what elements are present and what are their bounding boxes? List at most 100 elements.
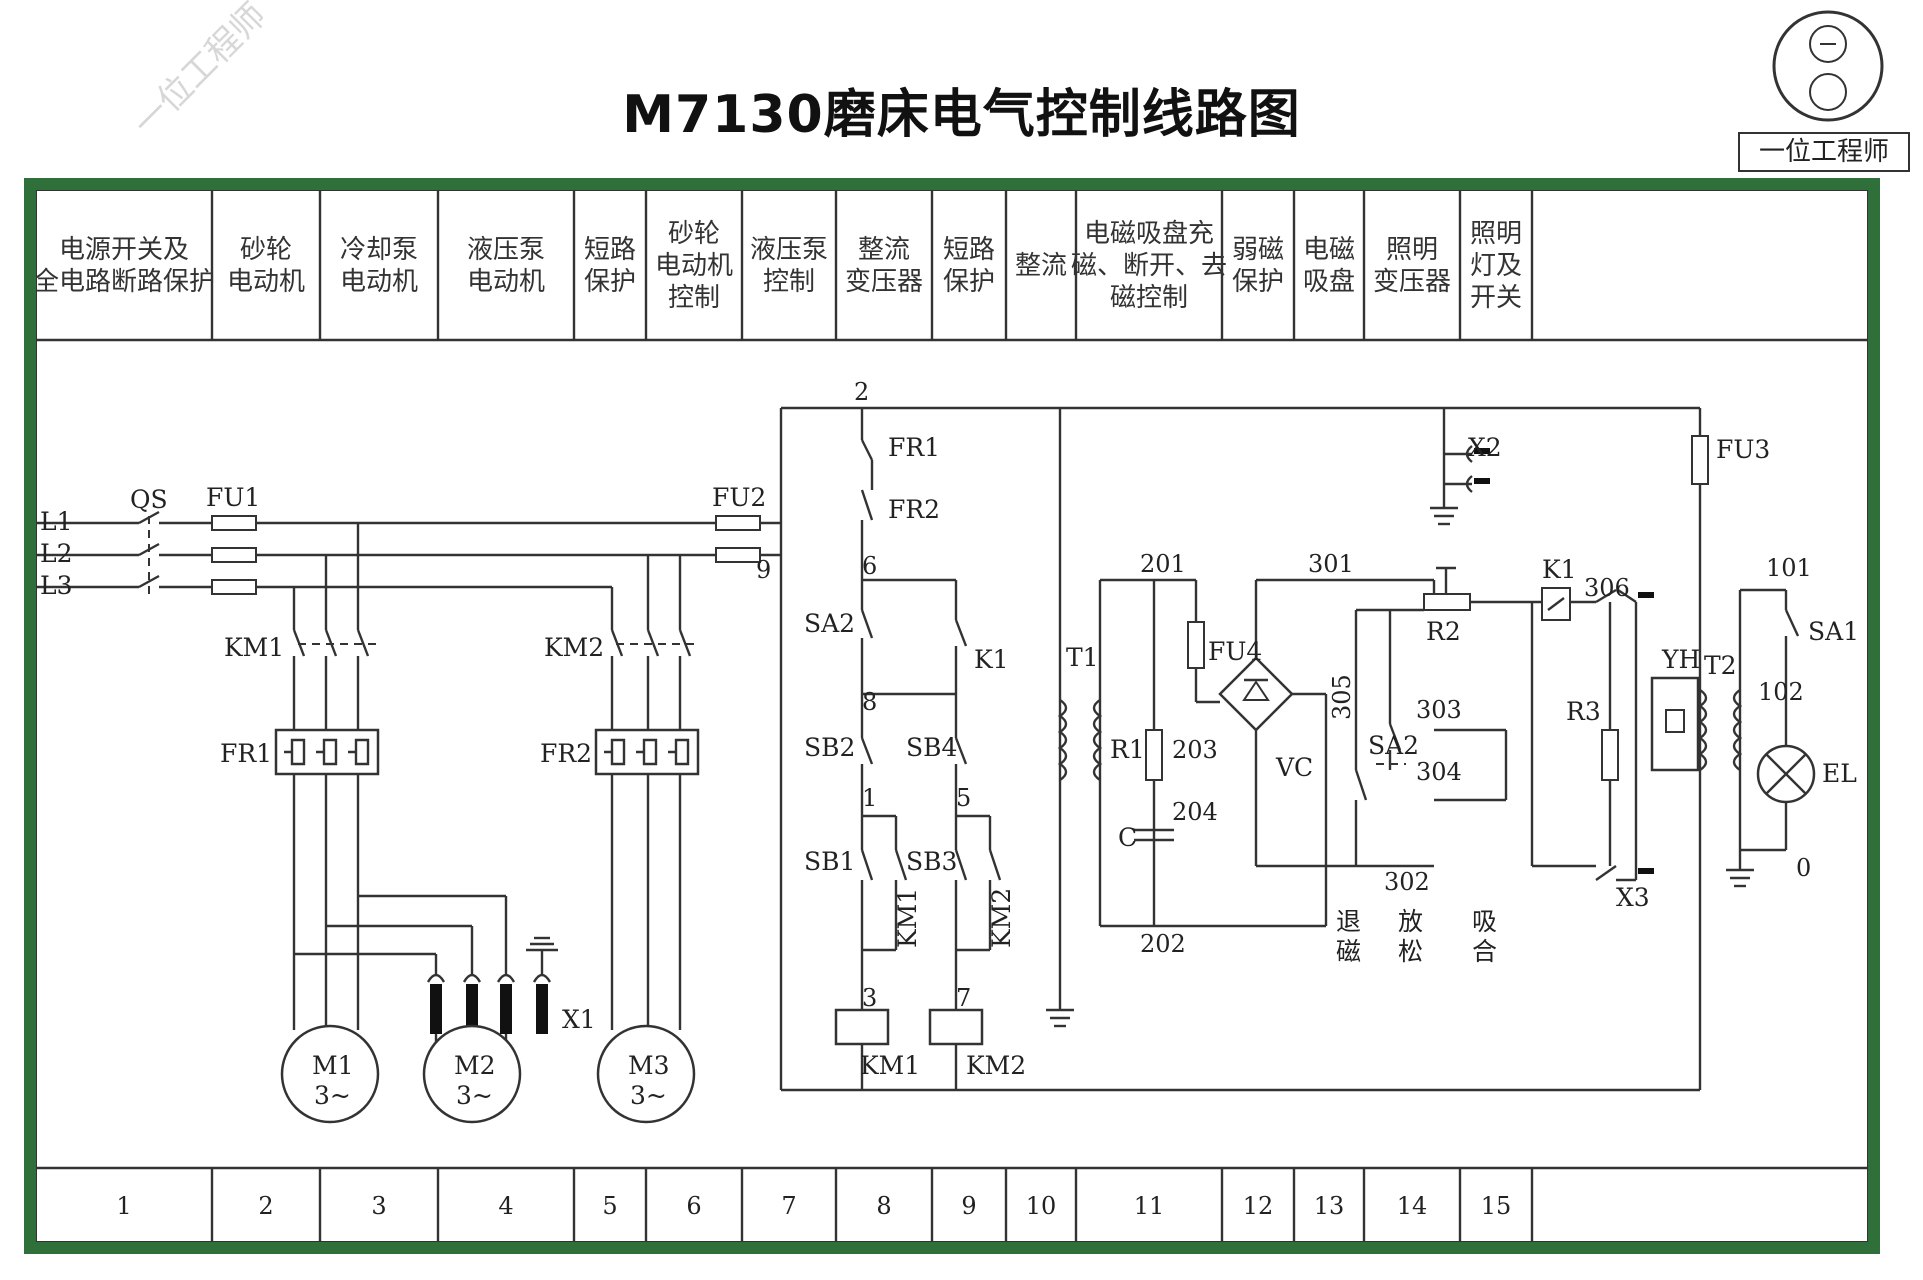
header-cell-text: 变压器 — [845, 267, 923, 297]
header-cell-text: 电动机 — [227, 267, 305, 297]
footer-column-number: 12 — [1243, 1192, 1274, 1220]
label-qs: QS — [130, 485, 168, 514]
footer-column-number: 15 — [1481, 1192, 1512, 1220]
header-cell-text: 电动机 — [467, 267, 545, 297]
label-m1: M1 — [312, 1051, 354, 1080]
header-cell-text: 保护 — [943, 267, 995, 297]
header-cell-text: 磁、断开、去 — [1071, 251, 1227, 281]
header-cell-text: 保护 — [584, 267, 636, 297]
header-cell-text: 开关 — [1470, 283, 1522, 313]
footer-column-number: 8 — [876, 1192, 891, 1220]
label-sa2-switch: SA2 — [1368, 731, 1419, 760]
label-fu1: FU1 — [206, 483, 260, 512]
header-cell-text: 冷却泵 — [340, 235, 418, 265]
header-cell-text: 弱磁 — [1232, 235, 1284, 265]
header-cell-text: 控制 — [763, 267, 815, 297]
label-tui-2: 磁 — [1336, 937, 1361, 966]
component-labels: L1 L2 L3 QS FU1 FU2 9 2 KM1 KM2 FR1 FR2 … — [40, 378, 1859, 1110]
label-km1-main: KM1 — [224, 633, 284, 662]
label-t2: T2 — [1704, 651, 1737, 680]
label-m2-phase: 3~ — [456, 1081, 493, 1110]
footer-column-number: 11 — [1134, 1192, 1165, 1220]
header-cell-text: 保护 — [1232, 267, 1284, 297]
label-fu4: FU4 — [1208, 637, 1262, 666]
label-m2: M2 — [454, 1051, 496, 1080]
label-xi-2: 合 — [1472, 937, 1497, 966]
label-m3-phase: 3~ — [630, 1081, 667, 1110]
header-cell-text: 变压器 — [1373, 267, 1451, 297]
label-node-0: 0 — [1796, 854, 1811, 882]
footer-column-number: 14 — [1397, 1192, 1428, 1220]
label-node-9: 9 — [756, 556, 771, 584]
footer-column-number: 13 — [1314, 1192, 1345, 1220]
label-fu2: FU2 — [712, 483, 766, 512]
header-cell-text: 砂轮 — [668, 219, 720, 249]
footer-column-number: 6 — [686, 1192, 701, 1220]
label-t1: T1 — [1066, 643, 1099, 672]
header-cell-text: 整流 — [858, 235, 910, 265]
header-grid — [36, 190, 1868, 1242]
footer-column-number: 9 — [961, 1192, 976, 1220]
label-node-306: 306 — [1584, 574, 1630, 602]
column-dividers — [210, 190, 1534, 1242]
label-node-301: 301 — [1308, 550, 1354, 578]
label-node-8: 8 — [862, 688, 877, 716]
connector-x1 — [426, 973, 552, 1034]
label-fu3: FU3 — [1716, 435, 1770, 464]
label-node-202: 202 — [1140, 930, 1186, 958]
label-r3: R3 — [1566, 697, 1601, 726]
label-node-3: 3 — [862, 984, 877, 1012]
header-labels: 电源开关及全电路断路保护砂轮电动机冷却泵电动机液压泵电动机短路保护砂轮电动机控制… — [36, 219, 1522, 313]
label-k1-contact: K1 — [974, 645, 1009, 674]
logo-label: 一位工程师 — [1738, 132, 1910, 172]
label-node-204: 204 — [1172, 798, 1218, 826]
label-node-201: 201 — [1140, 550, 1186, 578]
diagram-frame: 电源开关及全电路断路保护砂轮电动机冷却泵电动机液压泵电动机短路保护砂轮电动机控制… — [24, 178, 1880, 1254]
label-km2-aux: KM2 — [987, 888, 1016, 948]
footer-column-number: 2 — [258, 1192, 273, 1220]
label-node-302: 302 — [1384, 868, 1430, 896]
circuit-diagram: 电源开关及全电路断路保护砂轮电动机冷却泵电动机液压泵电动机短路保护砂轮电动机控制… — [36, 190, 1868, 1242]
footer-column-number: 7 — [781, 1192, 796, 1220]
header-cell-text: 照明 — [1470, 219, 1522, 249]
label-vc: VC — [1275, 753, 1313, 782]
label-fang: 放 — [1398, 907, 1423, 936]
label-node-6: 6 — [862, 552, 877, 580]
header-cell-text: 电磁 — [1303, 235, 1355, 265]
label-node-1: 1 — [862, 784, 877, 812]
header-cell-text: 吸盘 — [1303, 267, 1355, 297]
header-cell-text: 磁控制 — [1110, 283, 1188, 313]
header-cell-text: 短路 — [584, 235, 636, 265]
header-cell-text: 整流 — [1015, 251, 1067, 281]
header-cell-text: 全电路断路保护 — [36, 267, 215, 297]
label-node-303: 303 — [1416, 696, 1462, 724]
label-node-305: 305 — [1328, 674, 1356, 720]
label-node-5: 5 — [956, 784, 971, 812]
label-l2: L2 — [40, 539, 73, 568]
label-node-304: 304 — [1416, 758, 1462, 786]
header-cell-text: 控制 — [668, 283, 720, 313]
control-circuit — [781, 406, 1816, 1092]
header-cell-text: 电磁吸盘充 — [1084, 219, 1214, 249]
header-cell-text: 液压泵 — [467, 235, 545, 265]
label-fr1-contact: FR1 — [888, 433, 940, 462]
header-cell-text: 灯及 — [1470, 251, 1522, 281]
label-c: C — [1118, 823, 1137, 852]
label-x3: X3 — [1616, 883, 1650, 912]
label-x1: X1 — [562, 1005, 596, 1034]
label-km2-coil: KM2 — [966, 1051, 1026, 1080]
label-xi: 吸 — [1472, 907, 1497, 936]
label-sa1: SA1 — [1808, 617, 1859, 646]
header-cell-text: 砂轮 — [240, 235, 292, 265]
footer-column-number: 1 — [116, 1192, 131, 1220]
diagram-panel: 电源开关及全电路断路保护砂轮电动机冷却泵电动机液压泵电动机短路保护砂轮电动机控制… — [36, 190, 1868, 1242]
label-sb4: SB4 — [906, 733, 957, 762]
header-cell-text: 短路 — [943, 235, 995, 265]
header-cell-text: 电动机 — [655, 251, 733, 281]
label-km1-aux: KM1 — [893, 888, 922, 948]
label-sb2: SB2 — [804, 733, 855, 762]
label-node-7: 7 — [956, 984, 971, 1012]
label-fr2: FR2 — [540, 739, 592, 768]
header-cell-text: 液压泵 — [750, 235, 828, 265]
